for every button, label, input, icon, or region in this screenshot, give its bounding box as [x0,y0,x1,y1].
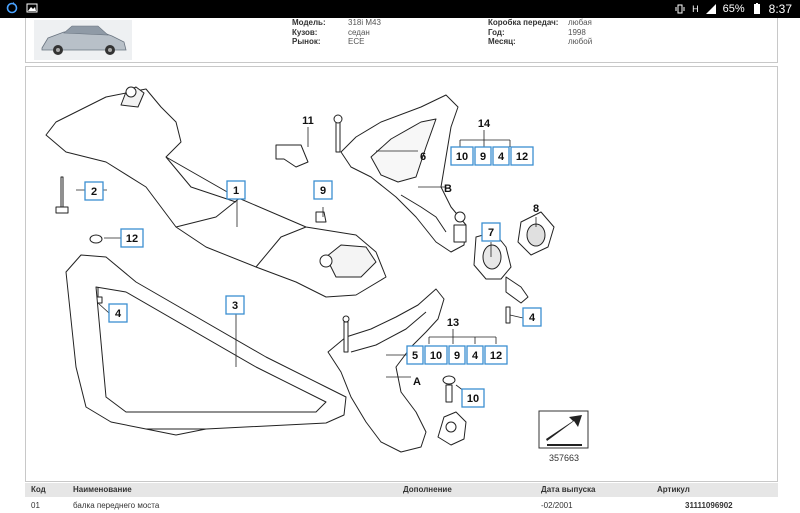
header-article: Артикул [657,485,690,494]
label-3: 3 [232,300,238,312]
label-14: 14 [478,118,491,130]
group-upper-text-10: 10 [456,151,468,163]
year-row: Год:1998 [488,28,586,37]
group-lower-text-10: 10 [430,350,442,362]
group-lower-text-12: 12 [490,350,502,362]
label-12: 12 [126,233,138,245]
month-row: Месяц:любой [488,37,593,46]
market-row: Рынок:ECE [292,37,365,46]
callout-1[interactable] [226,180,246,200]
diagram-svg: 2 12 4 1 3 11 9 14 6 B 8 7 4 13 5 A 10 1… [45,86,589,463]
group-upper-4[interactable] [492,146,510,166]
wishbone-lower-part[interactable] [327,288,445,453]
group-upper-text-12: 12 [516,151,528,163]
battery-percent: 65% [722,3,745,15]
bracket-part[interactable] [275,144,309,168]
label-1: 1 [233,185,239,197]
label-9: 9 [320,185,326,197]
parts-table-header: Код Наименование Дополнение Дата выпуска… [25,483,778,497]
callout-9[interactable] [313,180,333,200]
group-upper-10[interactable] [450,146,474,166]
label-10: 10 [467,393,479,405]
group-lower-12[interactable] [484,345,508,365]
row-code: 01 [31,501,40,510]
bolt-part[interactable] [60,176,64,208]
model-row: Модель:318i M43 [292,18,381,27]
row-name: балка переднего моста [73,501,160,510]
sync-icon [6,2,18,14]
reference-arrow-box[interactable] [538,410,589,449]
vehicle-info-panel: Модель:318i M43 Кузов:седан Рынок:ECE Ко… [25,18,778,63]
clock: 8:37 [768,2,792,16]
header-note: Дополнение [403,485,452,494]
group-lower-9[interactable] [448,345,466,365]
callout-7[interactable] [481,222,501,242]
label-6: 6 [420,151,426,163]
label-4-left: 4 [115,308,122,320]
group-lower-4[interactable] [466,345,484,365]
table-row[interactable]: 01 балка переднего моста -02/2001 311110… [25,499,778,513]
label-5: 5 [412,350,418,362]
label-4-right: 4 [529,312,536,324]
group-lower-text-9: 9 [454,350,460,362]
gearbox-row: Коробка передач:любая [488,18,592,27]
callout-4-right[interactable] [522,307,542,327]
group-upper-text-4: 4 [498,151,505,163]
status-bar: H 65% 8:37 [0,0,800,18]
label-13: 13 [447,317,459,329]
subframe-part[interactable] [45,88,387,298]
parts-diagram[interactable]: 2 12 4 1 3 11 9 14 6 B 8 7 4 13 5 A 10 1… [25,66,778,482]
signal-icon [705,4,716,14]
label-11: 11 [302,115,314,127]
callout-4-left[interactable] [108,303,128,323]
label-B: B [444,183,452,195]
callout-2[interactable] [84,181,104,201]
group-lower-10[interactable] [424,345,448,365]
network-type: H [692,4,699,14]
group-upper-12[interactable] [510,146,534,166]
group-upper-9[interactable] [474,146,492,166]
image-icon [26,3,38,13]
callout-10[interactable] [461,388,485,408]
label-7: 7 [488,227,494,239]
row-article: 31111096902 [685,501,733,510]
header-date: Дата выпуска [541,485,596,494]
label-A: A [413,376,421,388]
callout-3[interactable] [225,295,245,315]
row-date: -02/2001 [541,501,573,510]
label-2: 2 [91,186,97,198]
thrust-plate-part[interactable] [65,254,347,430]
header-code: Код [31,485,46,494]
image-number: 357663 [549,453,579,463]
body-row: Кузов:седан [292,28,370,37]
parts-page: Модель:318i M43 Кузов:седан Рынок:ECE Ко… [25,18,778,510]
vibrate-icon [675,4,685,14]
callout-12[interactable] [120,228,144,248]
header-name: Наименование [73,485,132,494]
group-upper-text-9: 9 [480,151,486,163]
car-thumbnail [34,20,132,60]
label-8: 8 [533,203,539,215]
group-lower-text-4: 4 [472,350,479,362]
callout-5[interactable] [406,345,424,365]
battery-icon [753,3,760,14]
nut-part[interactable] [89,234,103,244]
